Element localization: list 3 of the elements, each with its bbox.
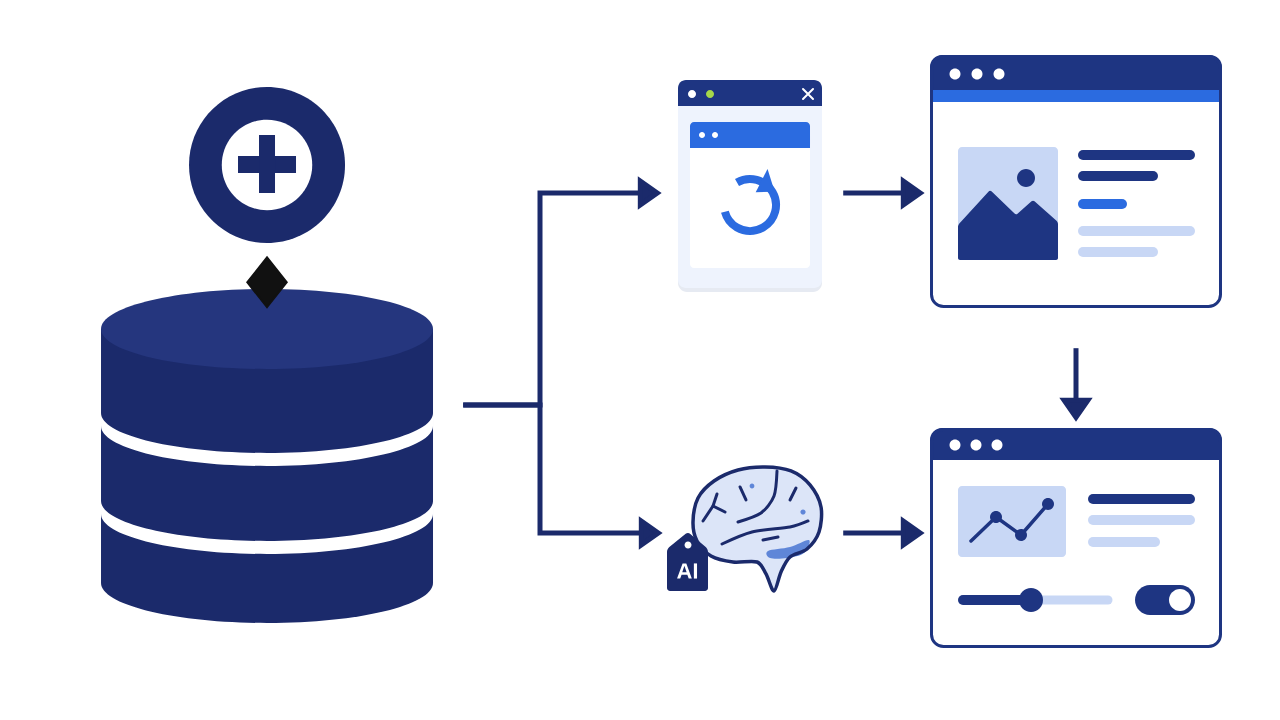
price-tag: AI: [667, 533, 708, 591]
database-cylinder: [101, 289, 433, 623]
diamond-connector: [246, 255, 288, 309]
